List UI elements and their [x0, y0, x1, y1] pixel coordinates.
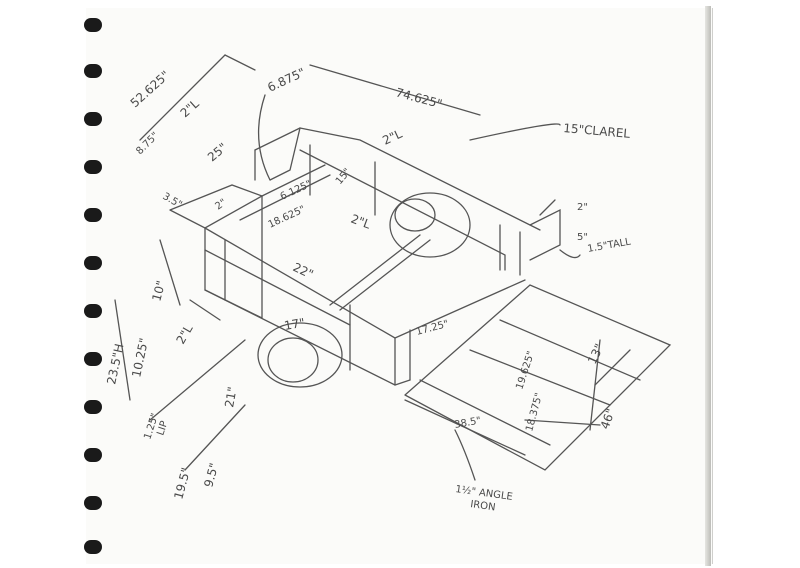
rear-rail-top: [254, 127, 301, 151]
dimension-line: [184, 404, 246, 471]
dim-2l-c: 2"L: [349, 212, 373, 232]
dim-8-75: 8.75": [134, 130, 161, 157]
dimension-line: [309, 64, 481, 116]
dim-5-right: 5": [577, 232, 588, 243]
leader-line: [257, 94, 271, 181]
dim-3-5: 3.5": [161, 191, 184, 211]
spiral-ring: [84, 160, 102, 174]
page-stack-edge: [705, 6, 711, 566]
dim-13: 13": [585, 342, 606, 367]
dim-2l-a: 2"L: [178, 96, 202, 120]
dim-46: 46": [598, 407, 618, 431]
dimension-line: [594, 349, 631, 386]
spiral-ring: [84, 256, 102, 270]
dim-lip: LIP: [155, 420, 170, 437]
dim-22: 22": [291, 260, 316, 281]
dim-1-5-tall: 1.5"TALL: [587, 236, 632, 255]
dimension-line: [524, 419, 601, 426]
dimension-line: [139, 54, 226, 141]
dim-2l-d: 2"L: [173, 322, 195, 346]
dim-6-125: 6.125": [279, 179, 314, 203]
dim-2l-b: 2"L: [380, 127, 404, 148]
dim-52-625: 52.625": [128, 68, 173, 110]
dim-19-5: 19.5": [171, 466, 193, 501]
ramp-line: [499, 319, 641, 381]
bed-divider: [329, 234, 421, 306]
spiral-ring: [84, 496, 102, 510]
rear-corner-post: [269, 127, 301, 181]
dim-18-625: 18.625": [267, 204, 308, 231]
spiral-ring: [84, 304, 102, 318]
dim-21: 21": [222, 386, 239, 409]
spiral-ring: [84, 400, 102, 414]
front-wheel: [257, 322, 343, 388]
rear-side-panel: [299, 149, 506, 271]
dimension-line: [159, 239, 181, 306]
bed-crossline: [239, 174, 331, 221]
dimension-line: [189, 299, 221, 321]
front-wheel-hub: [267, 337, 319, 383]
spiral-ring: [84, 112, 102, 126]
rear-end-cap: [529, 208, 561, 261]
bed-divider: [339, 239, 431, 311]
spiral-ring: [84, 64, 102, 78]
dim-74-625: 74.625": [394, 85, 444, 111]
dim-2-right: 2": [577, 202, 588, 213]
ramp-line: [469, 349, 611, 406]
front-mid-rail: [204, 249, 351, 326]
note-iron: IRON: [470, 499, 497, 513]
dimension-line: [114, 299, 131, 401]
rear-wheel: [389, 192, 471, 258]
rear-wheel-hub: [394, 198, 436, 232]
dim-2-a: 2": [213, 197, 228, 212]
leader-line: [469, 123, 561, 141]
dim-17: 17": [283, 316, 306, 333]
rear-side-rail: [299, 127, 541, 231]
spiral-ring: [84, 208, 102, 222]
dimension-line: [224, 54, 256, 71]
dim-19-625: 19.625": [514, 350, 537, 391]
dim-6-875: 6.875": [265, 65, 307, 95]
dim-38-5: 38.5": [454, 415, 482, 430]
rear-cap-line: [539, 199, 556, 216]
dimension-line: [404, 399, 526, 456]
spiral-ring: [84, 540, 102, 554]
front-lower-rail: [204, 289, 411, 386]
dim-25: 25": [205, 140, 230, 164]
ramp-line: [419, 379, 551, 446]
dim-15-clarel: 15"CLAREL: [563, 121, 631, 141]
leader-line: [454, 429, 476, 481]
dim-10-25: 10.25": [129, 337, 151, 379]
dim-10: 10": [149, 279, 168, 303]
bed-front-rail: [204, 227, 526, 339]
bed-left-rail: [261, 164, 326, 197]
spiral-ring: [84, 448, 102, 462]
dim-18-375: 18.375": [524, 392, 545, 433]
leader-line: [559, 249, 581, 259]
spiral-ring: [84, 352, 102, 366]
sketchbook-page: [86, 8, 713, 564]
dimension-line: [149, 339, 246, 421]
front-frame-side: [204, 195, 263, 320]
dim-15-rail: 15": [334, 167, 354, 187]
spiral-ring: [84, 18, 102, 32]
dim-23-5h: 23.5"H: [104, 342, 126, 385]
ramp-deck: [404, 284, 672, 471]
dim-9-5: 9.5": [201, 461, 221, 488]
